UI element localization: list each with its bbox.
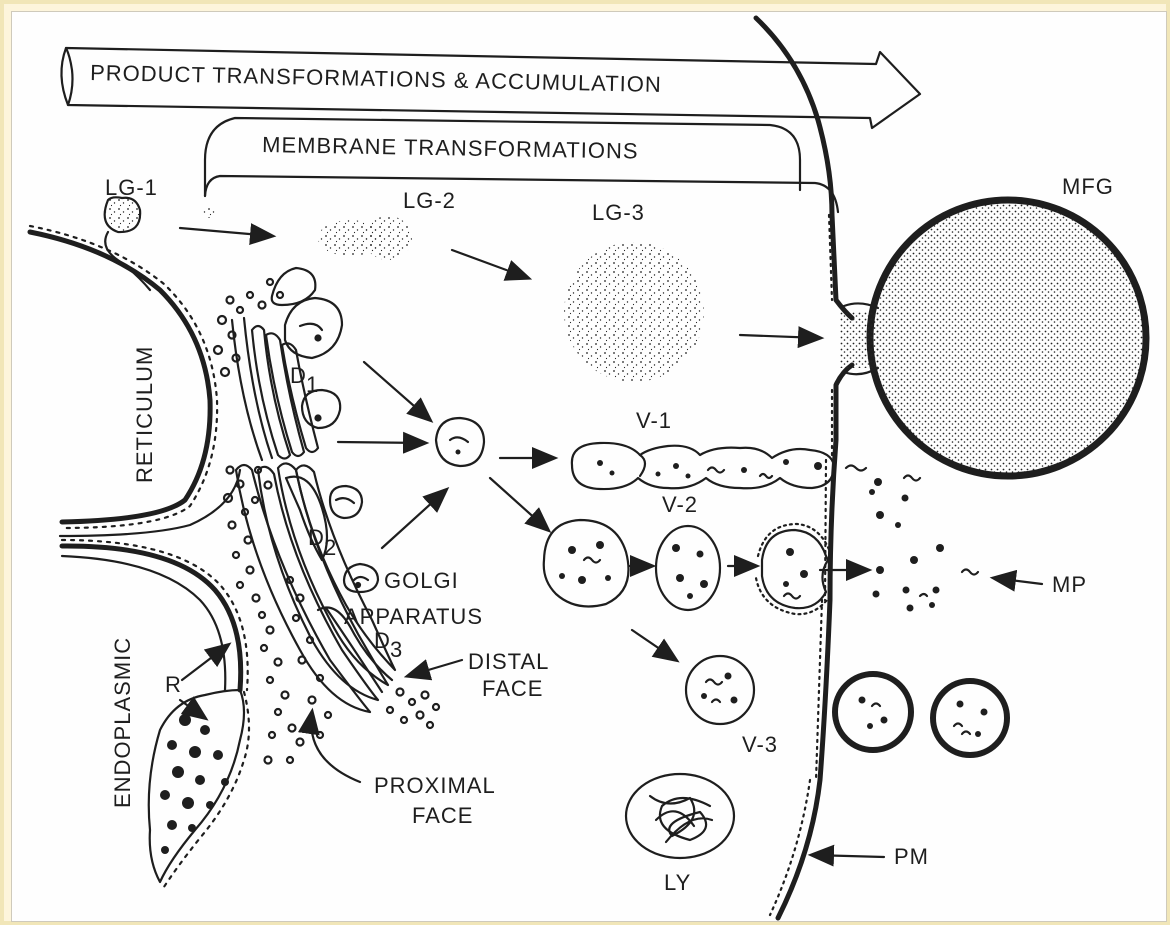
- lg2-label: LG-2: [403, 188, 456, 213]
- golgi-stack-lower: [236, 463, 395, 712]
- central-vacuole: [436, 418, 484, 466]
- v2-vesicles: V-2: [544, 492, 868, 614]
- lg2-droplets: LG-2: [318, 188, 456, 260]
- lg1-droplet: LG-1: [105, 175, 218, 290]
- distal-face-label-1: DISTAL: [468, 649, 549, 674]
- distal-face-label-2: FACE: [482, 676, 543, 701]
- distal-vesicles: [387, 689, 439, 729]
- mp-label: MP: [1052, 572, 1087, 597]
- lg1-label: LG-1: [105, 175, 158, 200]
- proximal-face-label-2: FACE: [412, 803, 473, 828]
- v3-label: V-3: [742, 732, 778, 757]
- milk-fat-globule: MFG: [840, 174, 1146, 476]
- d2-subscript: 2: [324, 535, 337, 560]
- er-lower-membrane: ENDOPLASMIC: [62, 540, 248, 808]
- mfg-label: MFG: [1062, 174, 1114, 199]
- plasma-membrane: [756, 18, 852, 918]
- d2-label: D: [308, 525, 325, 550]
- lg3-label: LG-3: [592, 200, 645, 225]
- milk-proteins-released: MP: [873, 544, 1088, 612]
- golgi-label: GOLGI: [384, 568, 459, 593]
- membrane-transformations-bracket: MEMBRANE TRANSFORMATIONS: [205, 118, 838, 212]
- er-upper-membrane: RETICULUM: [30, 226, 240, 536]
- pm-label: PM: [894, 844, 929, 869]
- r-label: R: [165, 672, 182, 697]
- released-proteins-upper: [869, 478, 909, 528]
- apparatus-label: APPARATUS: [344, 604, 483, 629]
- v1-label: V-1: [636, 408, 672, 433]
- reticulum-label: RETICULUM: [132, 346, 157, 483]
- lysosome: LY: [626, 774, 734, 895]
- d1-subscript: 1: [306, 372, 319, 397]
- r-label-group: R: [165, 645, 228, 718]
- lg3-droplet: LG-3: [564, 200, 704, 382]
- d3-label: D: [374, 628, 391, 653]
- er-cisterna-with-granules: [149, 690, 249, 890]
- pm-label-group: PM: [812, 844, 929, 869]
- ly-label: LY: [664, 870, 691, 895]
- membrane-transformations-label: MEMBRANE TRANSFORMATIONS: [262, 132, 639, 164]
- proximal-face-label-1: PROXIMAL: [374, 773, 496, 798]
- endoplasmic-label: ENDOPLASMIC: [110, 637, 135, 808]
- d1-label: D: [290, 363, 307, 388]
- d3-subscript: 3: [390, 637, 403, 662]
- v1-vesicle-chain: V-1: [572, 408, 834, 489]
- product-transformations-label: PRODUCT TRANSFORMATIONS & ACCUMULATION: [90, 60, 662, 97]
- v2-label: V-2: [662, 492, 698, 517]
